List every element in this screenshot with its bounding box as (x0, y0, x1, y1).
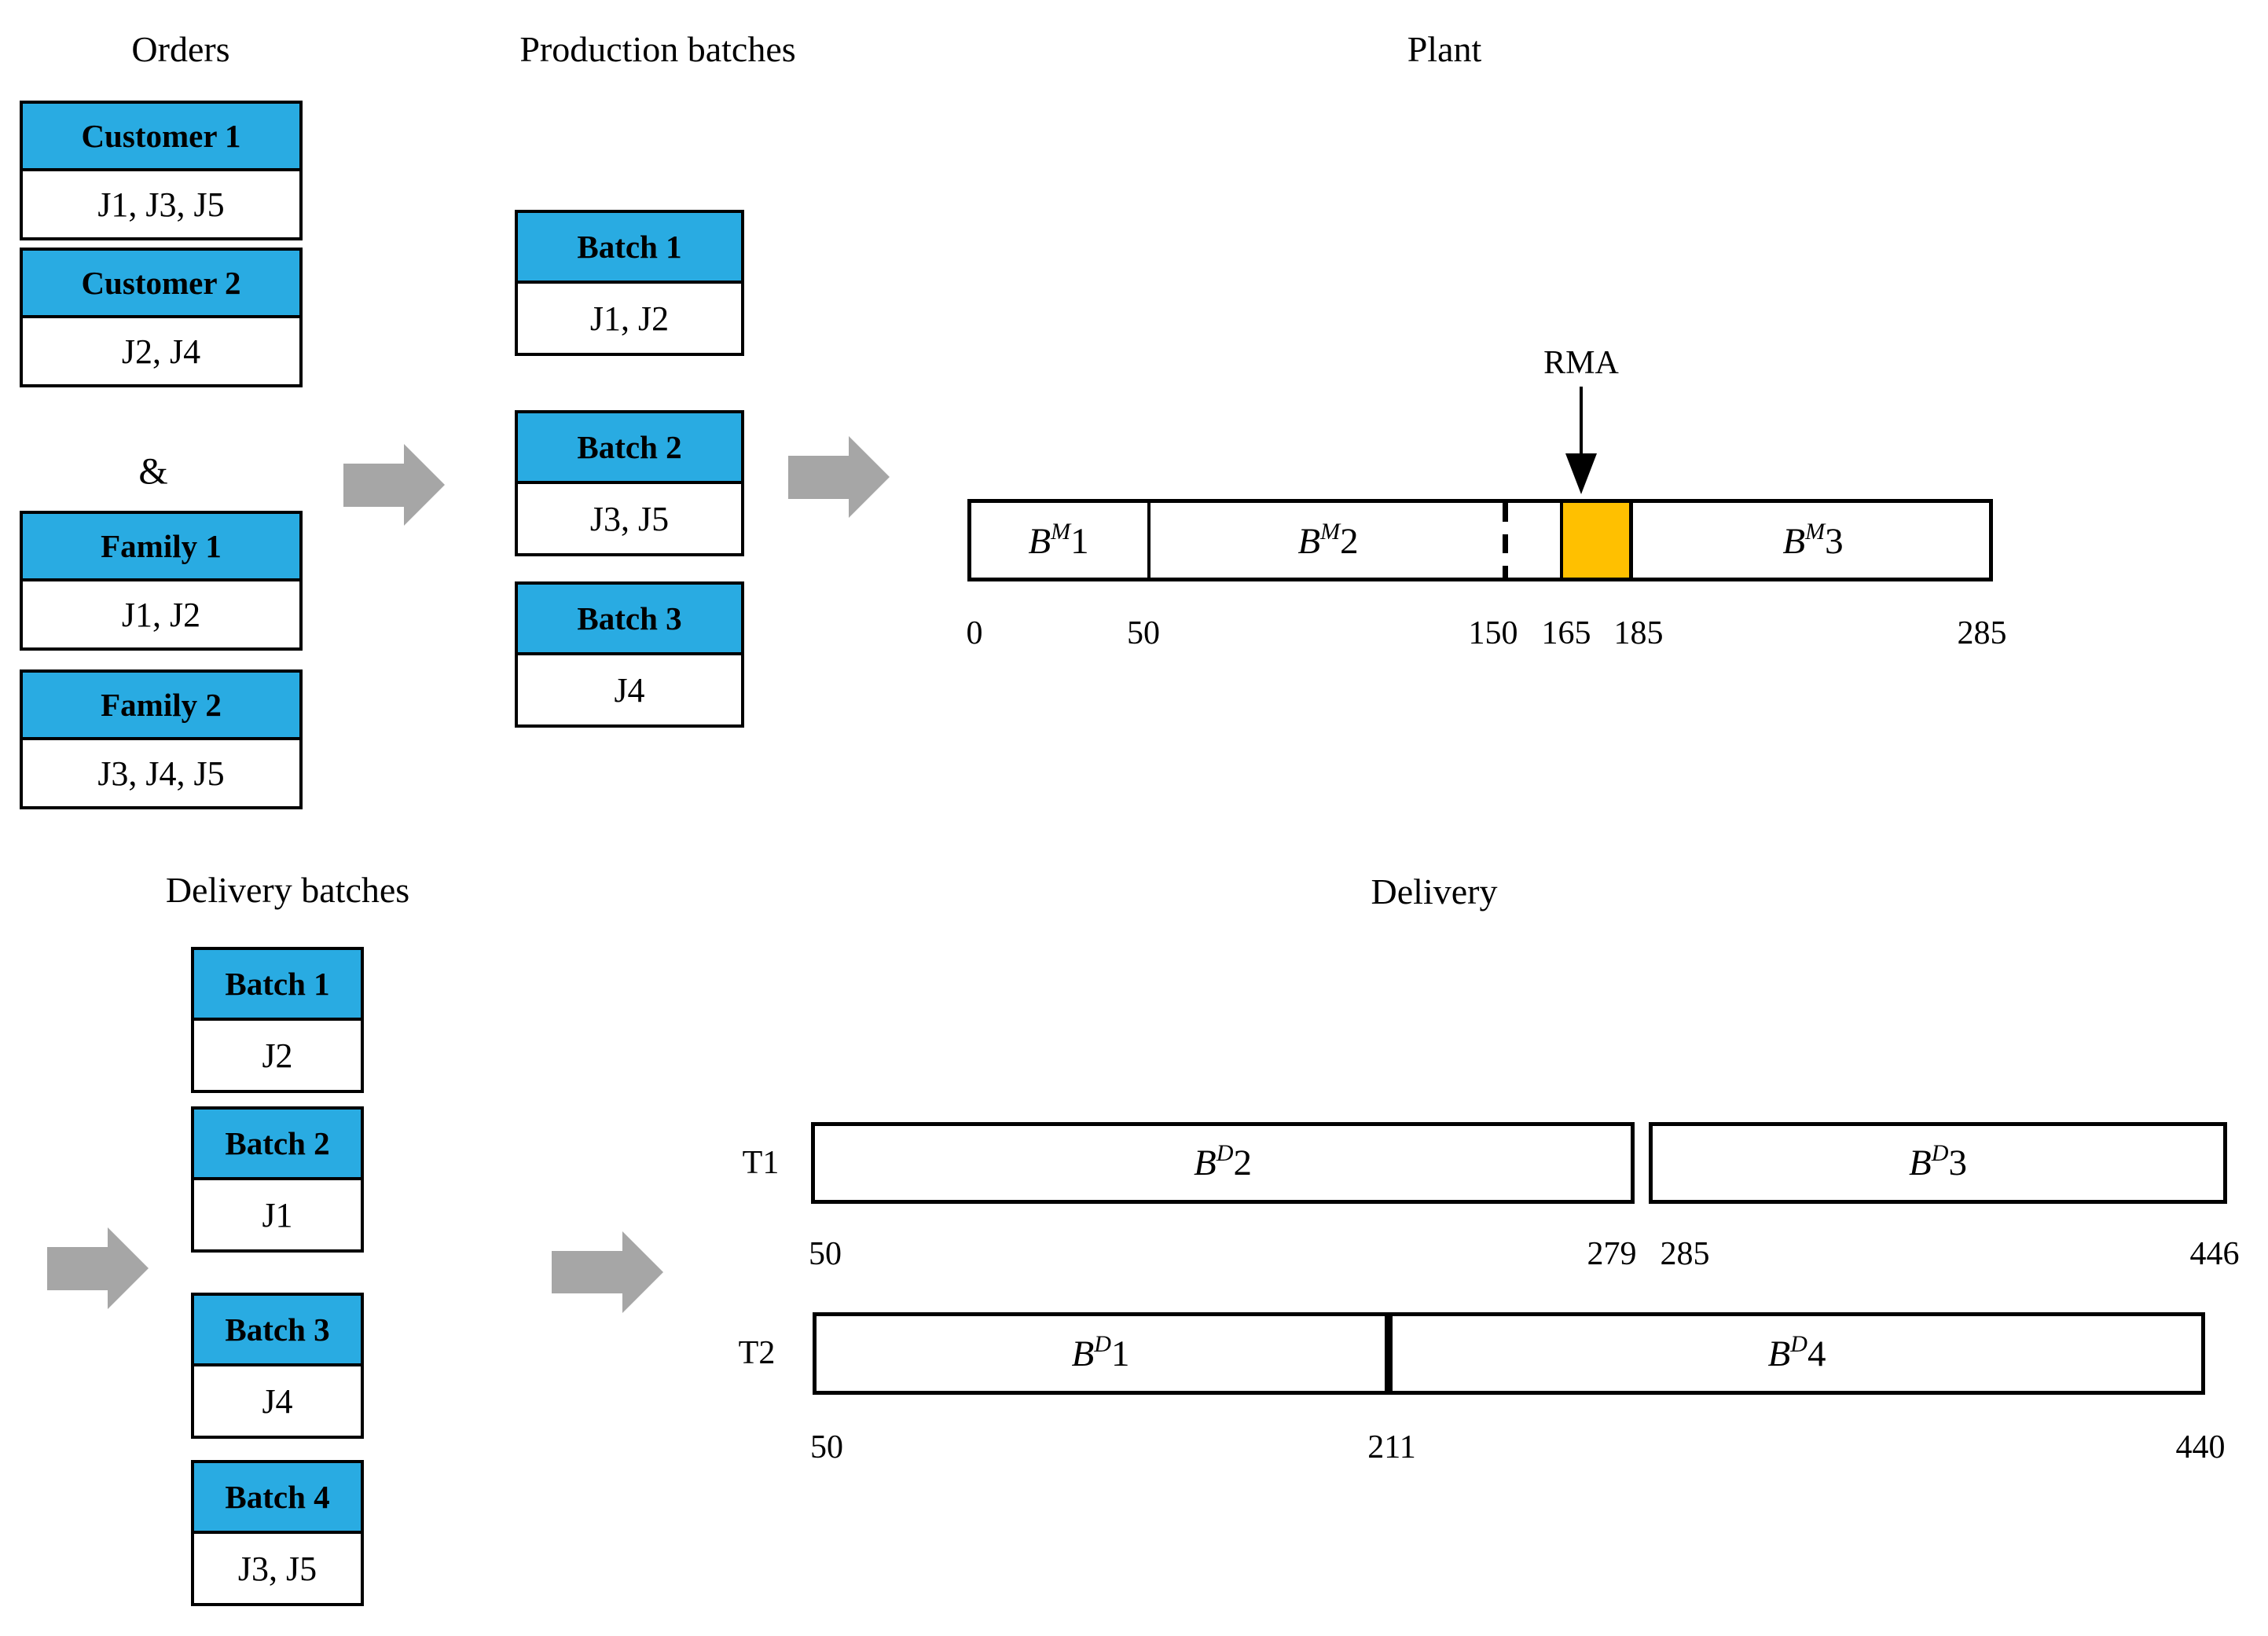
card-jobs: J1, J3, J5 (23, 171, 299, 237)
delivery-batch-1-card: Batch 1 J2 (191, 947, 364, 1093)
plant-axis-tick: 285 (1957, 615, 2007, 651)
delivery-batches-title: Delivery batches (165, 870, 410, 910)
card-jobs: J4 (518, 655, 741, 724)
delivery-batch-label: BD4 (1767, 1330, 1826, 1374)
rma-block (1560, 503, 1633, 578)
truck-2-label: T2 (738, 1335, 776, 1371)
card-jobs: J3, J5 (518, 484, 741, 553)
card-jobs: J1, J2 (23, 581, 299, 647)
card-header: Batch 4 (194, 1463, 361, 1534)
card-header: Batch 2 (194, 1110, 361, 1180)
delivery-tick: 446 (2189, 1236, 2240, 1272)
card-header: Customer 1 (23, 104, 299, 171)
delivery-batch-label: BD3 (1909, 1140, 1967, 1183)
family-1-card: Family 1 J1, J2 (20, 511, 303, 651)
delivery-tick: 211 (1367, 1429, 1416, 1465)
card-header: Batch 2 (518, 413, 741, 484)
card-header: Batch 3 (518, 585, 741, 655)
card-header: Family 1 (23, 514, 299, 581)
dashed-boundary-line (1503, 503, 1508, 578)
production-batch-2-card: Batch 2 J3, J5 (515, 410, 744, 556)
delivery-tick: 279 (1587, 1236, 1637, 1272)
delivery-tick: 440 (2175, 1429, 2226, 1465)
card-jobs: J4 (194, 1366, 361, 1436)
machine-batch-2-label: BM2 (1297, 519, 1359, 562)
production-batches-title: Production batches (519, 29, 796, 69)
family-2-card: Family 2 J3, J4, J5 (20, 669, 303, 809)
delivery-tick: 50 (810, 1429, 843, 1465)
delivery-box-bd2: BD2 (811, 1122, 1635, 1204)
delivery-tick: 50 (809, 1236, 842, 1272)
delivery-box-bd3: BD3 (1649, 1122, 2227, 1204)
card-jobs: J2, J4 (23, 318, 299, 384)
plant-timeline-bar (967, 499, 1993, 581)
card-header: Batch 1 (194, 950, 361, 1021)
plant-axis-tick: 0 (966, 615, 983, 651)
card-header: Batch 3 (194, 1296, 361, 1366)
card-jobs: J3, J5 (194, 1534, 361, 1603)
truck-1-label: T1 (742, 1145, 780, 1181)
plant-axis-tick: 185 (1613, 615, 1664, 651)
production-batch-1-card: Batch 1 J1, J2 (515, 210, 744, 356)
card-jobs: J2 (194, 1021, 361, 1090)
delivery-batch-4-card: Batch 4 J3, J5 (191, 1460, 364, 1606)
card-jobs: J1 (194, 1180, 361, 1249)
customer-2-card: Customer 2 J2, J4 (20, 248, 303, 387)
delivery-batch-2-card: Batch 2 J1 (191, 1106, 364, 1253)
plant-axis-tick: 150 (1468, 615, 1518, 651)
card-header: Customer 2 (23, 251, 299, 318)
machine-batch-3-label: BM3 (1782, 519, 1844, 562)
delivery-batch-3-card: Batch 3 J4 (191, 1293, 364, 1439)
delivery-tick: 285 (1660, 1236, 1710, 1272)
delivery-box-bd1: BD1 (813, 1312, 1389, 1395)
plant-axis-tick: 50 (1127, 615, 1160, 651)
machine-batch-1-label: BM1 (1028, 519, 1089, 562)
orders-title: Orders (131, 29, 230, 69)
delivery-title: Delivery (1371, 871, 1498, 912)
delivery-box-bd4: BD4 (1389, 1312, 2205, 1395)
card-jobs: J3, J4, J5 (23, 740, 299, 806)
delivery-batch-label: BD1 (1071, 1330, 1130, 1374)
delivery-batch-label: BD2 (1194, 1140, 1252, 1183)
ampersand-text: & (138, 450, 168, 493)
customer-1-card: Customer 1 J1, J3, J5 (20, 101, 303, 240)
card-jobs: J1, J2 (518, 284, 741, 353)
segment-divider (1147, 503, 1151, 578)
card-header: Batch 1 (518, 213, 741, 284)
production-batch-3-card: Batch 3 J4 (515, 581, 744, 728)
card-header: Family 2 (23, 673, 299, 740)
rma-label: RMA (1543, 345, 1619, 381)
plant-axis-tick: 165 (1541, 615, 1591, 651)
plant-title: Plant (1407, 29, 1482, 69)
